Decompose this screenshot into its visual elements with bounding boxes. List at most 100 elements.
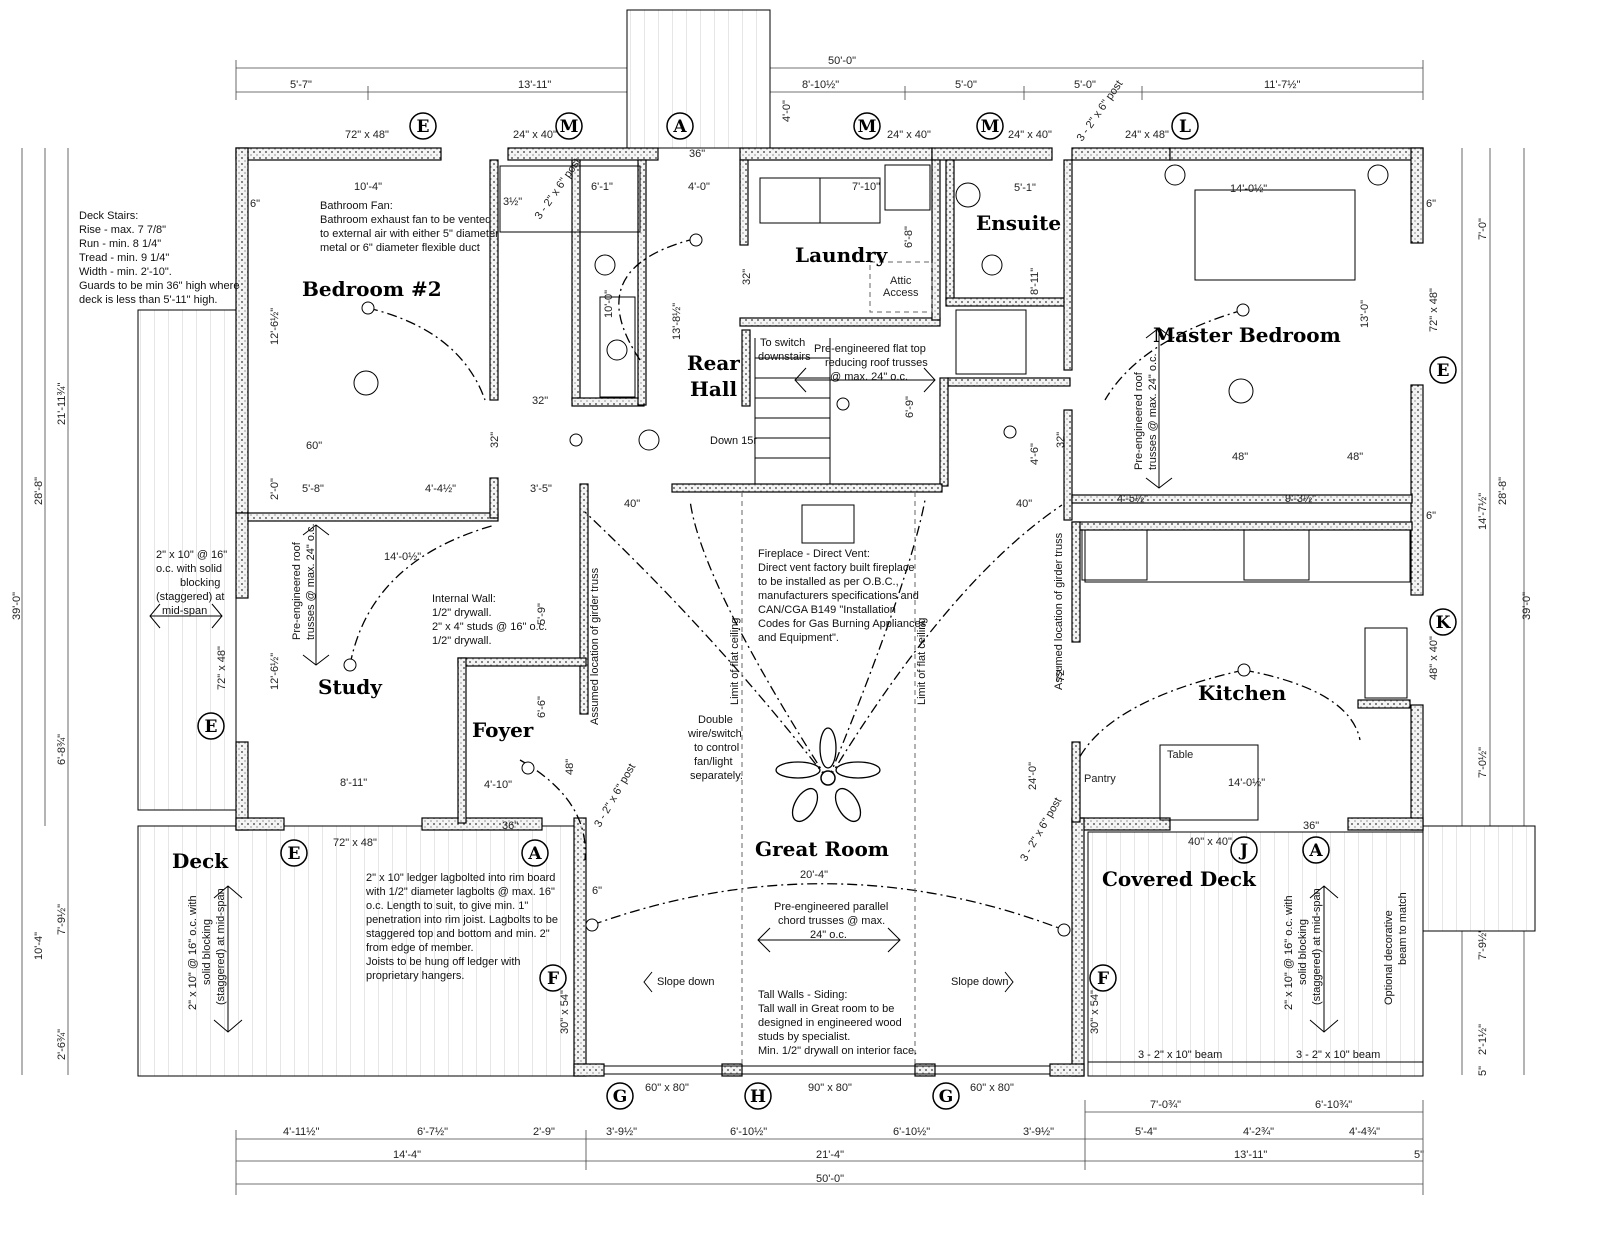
fixtures bbox=[499, 164, 1411, 821]
window-tag-e-left: E bbox=[197, 712, 225, 740]
window-tag-e-front: E bbox=[280, 839, 308, 867]
svg-text:M: M bbox=[560, 117, 579, 137]
room-label-deck: Deck bbox=[172, 849, 229, 873]
dim-right-7: 2'-1½" bbox=[1477, 1024, 1489, 1055]
rear-stair bbox=[626, 9, 771, 149]
window-tag-g-left: G bbox=[606, 1082, 634, 1110]
svg-text:2" x 10" @ 16": 2" x 10" @ 16" bbox=[156, 549, 227, 561]
svg-text:o.c. with solid: o.c. with solid bbox=[156, 563, 222, 575]
dim-door-40b: 40" bbox=[1016, 498, 1032, 510]
svg-text:E: E bbox=[205, 717, 218, 737]
dim-right-5: 7'-0½" bbox=[1477, 747, 1489, 778]
dim-bottom-overall: 50'-0" bbox=[816, 1173, 844, 1185]
window-tags: E M A M M L E K E E A J A F F G H G bbox=[197, 112, 1457, 1110]
dim-right-4: 14'-7½" bbox=[1477, 493, 1489, 530]
dim-2ft: 2'-0" bbox=[269, 478, 281, 500]
window-size-bottom-3: 60" x 80" bbox=[970, 1082, 1014, 1094]
dim-door-60: 60" bbox=[306, 440, 322, 452]
note-ledger: 2" x 10" ledger lagbolted into rim board… bbox=[365, 872, 558, 982]
window-size-top-5: 24" x 48" bbox=[1125, 129, 1169, 141]
note-bathroom-fan: Bathroom Fan: Bathroom exhaust fan to be… bbox=[320, 200, 499, 254]
dim-foyer-height: 6'-6" bbox=[536, 696, 548, 718]
dim-door-32b: 32" bbox=[489, 432, 501, 448]
window-size-side-1: 72" x 48" bbox=[216, 646, 228, 690]
dim-stair-depth: 4'-0" bbox=[781, 100, 793, 122]
dim-left-2: 28'-8" bbox=[33, 477, 45, 505]
room-label-rear-hall-2: Hall bbox=[690, 377, 737, 401]
svg-text:CAN/CGA B149 "Installation: CAN/CGA B149 "Installation bbox=[758, 604, 896, 616]
dim-study-height: 12'-6½" bbox=[269, 653, 281, 690]
dim-closet-1: 5'-8" bbox=[302, 483, 324, 495]
window-size-front-2: 36" bbox=[502, 820, 518, 832]
note-girder-right: Assumed location of girder truss bbox=[1053, 532, 1065, 690]
svg-text:chord trusses @ max.: chord trusses @ max. bbox=[778, 915, 885, 927]
electrical-runs bbox=[349, 239, 1361, 931]
svg-text:separately.: separately. bbox=[690, 770, 743, 782]
window-size-side-4: 30" x 54" bbox=[559, 990, 571, 1034]
window-size-side-3: 48" x 40" bbox=[1428, 636, 1440, 680]
dim-bottom-row2-2: 21'-4" bbox=[816, 1149, 844, 1161]
svg-text:(staggered) at mid-span: (staggered) at mid-span bbox=[215, 888, 227, 1005]
dim-bath-width: 6'-1" bbox=[591, 181, 613, 193]
svg-text:Bathroom Fan:: Bathroom Fan: bbox=[320, 200, 393, 212]
room-label-laundry: Laundry bbox=[795, 243, 889, 267]
window-size-front-1: 72" x 48" bbox=[333, 837, 377, 849]
svg-text:A: A bbox=[1308, 841, 1323, 861]
svg-text:Direct vent factory built fire: Direct vent factory built fireplace bbox=[758, 562, 915, 574]
window-size-top-2: 24" x 40" bbox=[513, 129, 557, 141]
post-label-foyer: 3 - 2" x 6" post bbox=[592, 762, 638, 830]
dim-bottom-9: 4'-2¾" bbox=[1243, 1126, 1274, 1138]
note-fireplace: Fireplace - Direct Vent: Direct vent fac… bbox=[758, 548, 927, 644]
window-tag-e-top: E bbox=[409, 112, 437, 140]
window-tag-m-1: M bbox=[555, 112, 583, 140]
room-label-rear-hall-1: Rear bbox=[687, 351, 740, 375]
note-down: Down 15r bbox=[710, 435, 757, 447]
window-tag-m-2: M bbox=[853, 112, 881, 140]
note-flat-ceiling-left: Limit of flat ceiling bbox=[729, 618, 741, 705]
dim-door-32c: 32" bbox=[741, 269, 753, 285]
svg-text:Codes for Gas Burning Applianc: Codes for Gas Burning Appliances bbox=[758, 618, 927, 630]
svg-text:J: J bbox=[1238, 841, 1248, 861]
dim-bottom-10: 4'-4¾" bbox=[1349, 1126, 1380, 1138]
dim-right-1: 39'-0" bbox=[1521, 592, 1533, 620]
dim-door-48b: 48" bbox=[1347, 451, 1363, 463]
window-size-side-5: 30" x 54" bbox=[1089, 990, 1101, 1034]
dim-left-7: 2'-6¾" bbox=[56, 1029, 68, 1060]
dim-bottom-5: 6'-10½" bbox=[730, 1126, 767, 1138]
dim-stair-height: 6'-9" bbox=[904, 396, 916, 418]
svg-text:24" o.c.: 24" o.c. bbox=[810, 929, 847, 941]
room-label-foyer: Foyer bbox=[472, 718, 534, 742]
room-label-bedroom2: Bedroom #2 bbox=[302, 277, 442, 301]
dim-right-3: 7'-0" bbox=[1477, 218, 1489, 240]
svg-text:E: E bbox=[288, 844, 301, 864]
window-tag-l: L bbox=[1171, 112, 1199, 140]
room-label-great-room: Great Room bbox=[755, 837, 889, 861]
dim-left-5: 6'-8¾" bbox=[56, 734, 68, 765]
window-size-bottom-1: 60" x 80" bbox=[645, 1082, 689, 1094]
room-label-kitchen: Kitchen bbox=[1198, 681, 1287, 705]
note-internal-wall: Internal Wall: 1/2" drywall. 2" x 4" stu… bbox=[432, 593, 547, 647]
svg-text:To switch: To switch bbox=[760, 337, 805, 349]
bottom-dimension-labels: 4'-11½" 6'-7½" 2'-9" 3'-9½" 6'-10½" 6'-1… bbox=[283, 1099, 1424, 1185]
svg-text:F: F bbox=[1097, 969, 1109, 989]
dim-bottom-row2-3: 13'-11" bbox=[1234, 1149, 1267, 1161]
dim-right-8: 5" bbox=[1477, 1066, 1489, 1076]
window-size-front-3: 40" x 40" bbox=[1188, 836, 1232, 848]
smoke-detector-icon bbox=[353, 370, 1254, 451]
right-deck-stair bbox=[1422, 825, 1536, 932]
svg-text:G: G bbox=[613, 1087, 628, 1107]
dim-master-height: 13'-0" bbox=[1359, 300, 1371, 328]
svg-text:2" x 10" @ 16" o.c. with: 2" x 10" @ 16" o.c. with bbox=[1283, 895, 1295, 1010]
exterior-walls bbox=[235, 147, 1424, 1077]
dim-master-width: 14'-0½" bbox=[1230, 183, 1267, 195]
dim-left-4: 21'-11¾" bbox=[56, 382, 68, 425]
dim-top-2: 13'-11" bbox=[518, 79, 551, 91]
svg-text:wire/switch: wire/switch bbox=[687, 728, 742, 740]
room-label-pantry: Pantry bbox=[1084, 773, 1116, 785]
dim-door-32d: 32" bbox=[1055, 432, 1067, 448]
note-right-deck-joists: 2" x 10" @ 16" o.c. with solid blocking … bbox=[1283, 888, 1323, 1010]
dim-bedroom2-width: 10'-4" bbox=[354, 181, 382, 193]
dim-ensuite-height: 8'-11" bbox=[1029, 268, 1041, 295]
light-fixture-icons bbox=[343, 233, 1251, 937]
dim-bottom-4: 3'-9½" bbox=[606, 1126, 637, 1138]
